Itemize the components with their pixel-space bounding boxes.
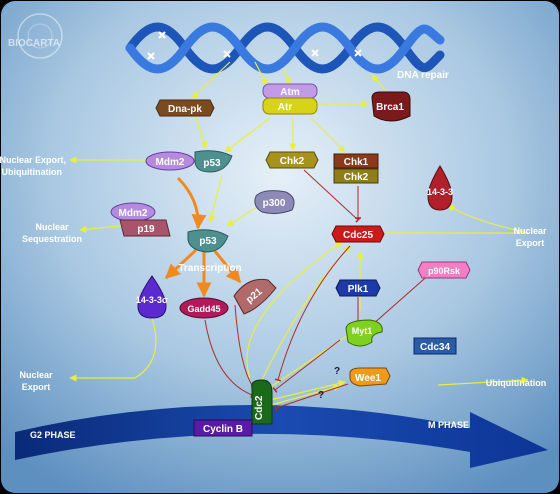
nuclear-export-ubiq-label-2: Ubiquitination [2,167,63,177]
cell-cycle-phase-arrow: G2 PHASE M PHASE [15,404,548,468]
m-phase-label: M PHASE [428,420,469,430]
node-p90rsk-label: p90Rsk [428,266,461,276]
node-chk2-mid[interactable]: Chk2 [265,151,319,169]
ubiquitination-label: Ubiquitination [486,378,547,388]
node-atm[interactable]: Atm [262,83,318,99]
node-14-3-3-right-label: 14-3-3 [427,187,453,197]
node-cdc2-label: Cdc2 [254,395,265,420]
dna-helix [125,22,445,74]
dna-damage-marks [147,31,362,60]
node-chk2-right[interactable]: Chk2 [333,168,379,184]
node-dna-pk[interactable]: Dna-pk [155,99,215,117]
transcription-label: Transcription [178,263,241,274]
nuclear-export-left-label-2: Export [22,382,51,392]
node-p19[interactable]: p19 [119,219,171,237]
nuclear-export-right-label-1: Nuclear [513,226,547,236]
node-p53-low-label: p53 [199,236,217,247]
nuclear-sequestration-label-1: Nuclear [35,222,69,232]
node-chk2-mid-label: Chk2 [280,156,305,167]
node-cdc34-label: Cdc34 [420,342,450,353]
activation-arrows [69,61,529,406]
node-wee1[interactable]: Wee1 [349,367,391,387]
node-14-3-3-sigma-left[interactable]: 14-3-3σ [136,275,168,319]
node-mdm2-low[interactable]: Mdm2 [110,202,156,222]
node-chk1-label: Chk1 [344,157,369,168]
node-atr-label: Atr [278,102,293,113]
node-myt1[interactable]: Myt1 [345,319,383,347]
node-14-3-3-right[interactable]: 14-3-3 [427,165,453,211]
node-chk2-right-label: Chk2 [344,172,369,183]
node-plk1-label: Plk1 [348,284,369,295]
node-mdm2-top-label: Mdm2 [156,157,185,168]
transcription-arrows [164,176,242,298]
node-p300[interactable]: p300 [254,190,295,215]
node-cyclin-b[interactable]: Cyclin B [193,419,253,437]
nuclear-export-ubiq-label-1: Nuclear Export, [0,155,66,165]
question-mark-1: ? [334,366,340,377]
node-brca1-label: Brca1 [376,102,404,113]
nuclear-export-left-label-1: Nuclear [19,370,53,380]
node-p53-top-label: p53 [203,158,221,169]
biocarta-logo: BIOCARTA [8,13,63,59]
nuclear-export-right-label-2: Export [516,238,545,248]
node-gadd45[interactable]: Gadd45 [179,297,229,319]
node-p90rsk[interactable]: p90Rsk [417,261,471,279]
node-wee1-label: Wee1 [355,373,381,384]
node-brca1[interactable]: Brca1 [371,91,411,122]
g2-phase-label: G2 PHASE [30,430,76,440]
node-atr[interactable]: Atr [262,97,318,115]
nuclear-sequestration-label-2: Sequestration [22,234,82,244]
node-14-3-3-sigma-label: 14-3-3σ [136,295,168,305]
node-p53-top[interactable]: p53 [194,150,233,173]
dna-repair-label: DNA repair [397,70,449,81]
question-mark-2: ? [318,390,324,401]
node-p53-low[interactable]: p53 [187,229,229,253]
node-cdc25-label: Cdc25 [343,230,373,241]
node-chk1[interactable]: Chk1 [333,153,379,169]
node-gadd45-label: Gadd45 [187,304,220,314]
node-plk1[interactable]: Plk1 [335,279,381,297]
node-cdc25[interactable]: Cdc25 [331,225,385,243]
node-dna-pk-label: Dna-pk [168,104,202,115]
node-cyclin-b-label: Cyclin B [203,424,243,435]
logo-text: BIOCARTA [8,38,60,49]
node-myt1-label: Myt1 [352,326,373,336]
node-p300-label: p300 [263,198,286,209]
node-mdm2-top[interactable]: Mdm2 [145,151,195,171]
node-p21[interactable]: p21 [233,278,277,315]
inhibition-lines [204,169,433,412]
node-cdc34[interactable]: Cdc34 [413,337,457,355]
node-cdc2[interactable]: Cdc2 [251,379,273,425]
node-mdm2-low-label: Mdm2 [119,208,148,219]
node-p19-label: p19 [137,224,155,235]
node-atm-label: Atm [280,87,300,98]
